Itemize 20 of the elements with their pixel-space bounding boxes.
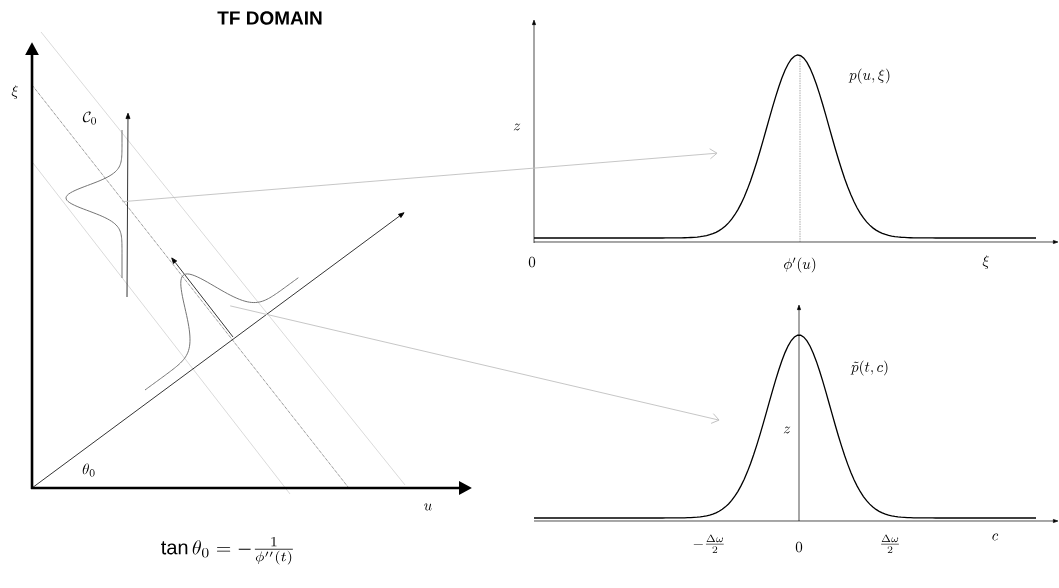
axis-label: $\xi$ — [982, 255, 990, 269]
axis-label: $z$ — [513, 123, 521, 131]
tick-label: $0$ — [528, 256, 536, 268]
axis-label: $u$ — [424, 503, 432, 511]
curve-label: $p(u,\xi)$ — [848, 68, 890, 84]
arrow — [121, 148, 718, 203]
profile-curve — [65, 129, 123, 279]
axis-label: $c$ — [992, 533, 999, 541]
arrow — [229, 305, 720, 424]
tick-label: $0$ — [795, 541, 803, 553]
curve-label: $\tilde{p}(t,c)$ — [850, 360, 888, 376]
tick-label: $\frac{\Delta\omega}{2}$ — [881, 534, 899, 554]
title: TF DOMAIN — [217, 11, 322, 25]
gaussian-curve — [533, 334, 1037, 519]
formula: $\tan\theta_0 = -\frac{1}{\phi''(t)}$ — [161, 537, 293, 565]
angle-label: $\theta_0$ — [82, 463, 95, 477]
axis-label: $\xi$ — [11, 85, 19, 99]
gaussian-curve — [533, 54, 1037, 239]
profile-curve — [144, 273, 299, 391]
axis-label: $z$ — [783, 426, 791, 434]
